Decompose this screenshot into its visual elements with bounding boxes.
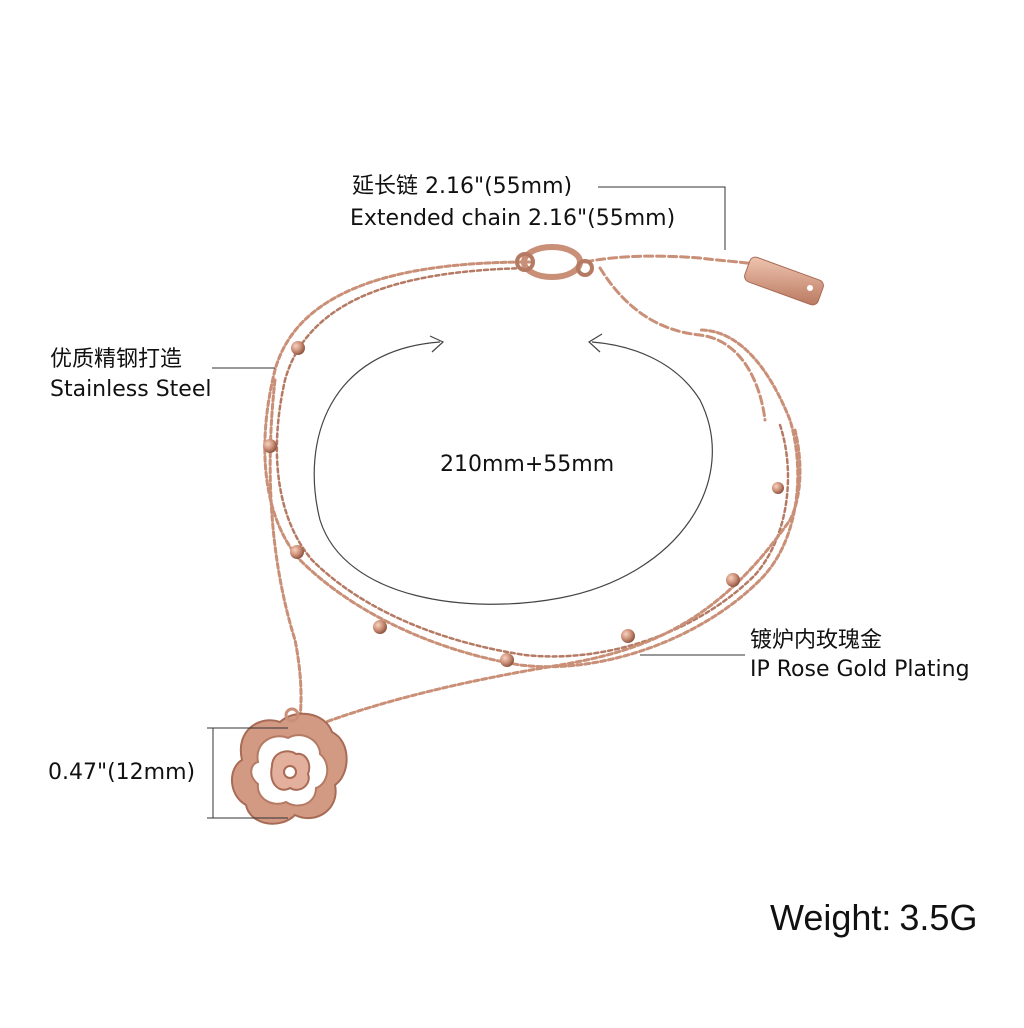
weight-value: 3.5G [899, 897, 978, 938]
bead [726, 573, 740, 587]
lobster-clasp-icon [515, 244, 594, 280]
chains [263, 254, 802, 737]
extension-tag-icon [744, 256, 824, 306]
material-label-en: Stainless Steel [50, 377, 212, 402]
bead [373, 620, 387, 634]
weight-label: Weight:3.5G [770, 895, 977, 941]
bead [621, 629, 635, 643]
bead [291, 341, 305, 355]
plating-label-zh: 镀炉内玫瑰金 [750, 628, 883, 653]
beads [263, 341, 784, 667]
leader-lines [207, 186, 745, 819]
extended-chain-label-en: Extended chain 2.16"(55mm) [350, 206, 676, 231]
bead [290, 545, 304, 559]
arrow-left-icon [429, 335, 445, 353]
plating-label-en: IP Rose Gold Plating [750, 657, 970, 682]
weight-title: Weight: [770, 897, 892, 938]
extended-chain-label-zh: 延长链 2.16"(55mm) [352, 174, 573, 199]
length-label: 210mm+55mm [440, 452, 615, 477]
pendant-size-label: 0.47"(12mm) [48, 760, 196, 785]
size-loop [313, 333, 713, 605]
rose-pendant-icon [231, 707, 348, 825]
bead [772, 482, 784, 494]
bead [500, 653, 514, 667]
arrow-right-icon [588, 333, 603, 353]
bead [263, 439, 277, 453]
material-label-zh: 优质精钢打造 [50, 347, 183, 372]
extended-chain-leader [598, 186, 726, 250]
